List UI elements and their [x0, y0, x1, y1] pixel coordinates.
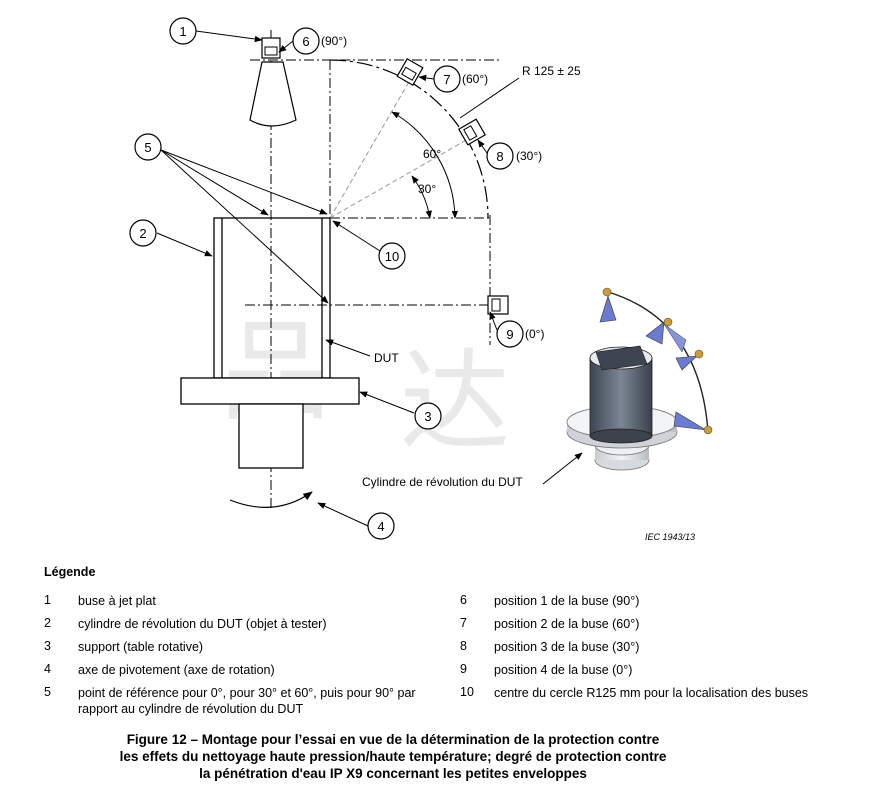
callout-5: 5 [144, 140, 151, 155]
angle-arc-30 [411, 175, 432, 219]
leader-3 [359, 391, 415, 414]
legend-item-number: 1 [44, 593, 51, 607]
angle-label-30: 30° [418, 182, 436, 196]
figure-caption: Figure 12 – Montage pour l’essai en vue … [40, 731, 746, 782]
callout-circle [367, 512, 395, 540]
leader-1 [195, 30, 263, 43]
ray-60 [329, 79, 411, 219]
radius-arc [329, 59, 489, 219]
caption-line: les effets du nettoyage haute pression/h… [119, 749, 667, 764]
rotating-table [180, 377, 360, 469]
leader-5c [160, 149, 329, 304]
leader-radius [459, 77, 520, 119]
callout-9: 9 [506, 327, 513, 342]
legend-item-number: 4 [44, 662, 51, 676]
watermark-char: 达 [400, 338, 510, 466]
legend-item-text: position 3 de la buse (30°) [494, 640, 640, 654]
callout-3: 3 [424, 409, 431, 424]
callout-2: 2 [139, 226, 146, 241]
legend-item-number: 5 [44, 685, 51, 699]
nozzle-60-icon [396, 58, 424, 86]
nozzle-0-icon [487, 295, 509, 315]
callout-8: 8 [496, 149, 503, 164]
legend: Légende 1 buse à jet plat 2 cylindre de rév… [44, 565, 808, 716]
callout-circle [496, 320, 524, 348]
leader-4 [317, 502, 369, 527]
nozzle-90-icon [249, 37, 297, 127]
callout-circle [292, 27, 320, 55]
legend-item-text: axe de pivotement (axe de rotation) [78, 663, 275, 677]
callout-circle [129, 219, 157, 247]
legend-item-number: 2 [44, 616, 51, 630]
legend-title: Légende [44, 565, 96, 579]
legend-item-text: buse à jet plat [78, 594, 156, 608]
legend-item-number: 7 [460, 616, 467, 630]
legend-item-number: 3 [44, 639, 51, 653]
test-setup-diagram: 品 达 60° 30° [129, 17, 713, 542]
rotation-arrow [229, 491, 313, 508]
iec-reference: IEC 1943/13 [645, 532, 695, 542]
callout-4: 4 [377, 519, 384, 534]
legend-item-text: cylindre de révolution du DUT (objet à t… [78, 617, 327, 631]
caption-line: la pénétration d'eau IP X9 concernant le… [199, 766, 587, 781]
callout-1: 1 [179, 24, 186, 39]
cylinder-label: Cylindre de révolution du DUT [362, 475, 523, 489]
leader-dut [325, 339, 371, 357]
leader-9 [489, 311, 498, 331]
angle-label-60: 60° [423, 147, 441, 161]
leader-7 [418, 74, 435, 82]
callout-circle [134, 133, 162, 161]
callout-10: 10 [385, 249, 399, 264]
legend-item-text: position 4 de la buse (0°) [494, 663, 633, 677]
legend-item-number: 8 [460, 639, 467, 653]
angle-arc-60 [391, 111, 459, 219]
legend-item-number: 10 [460, 685, 474, 699]
leader-5b [160, 149, 328, 215]
callout-circle [486, 142, 514, 170]
callout-7: 7 [443, 72, 450, 87]
dut-label: DUT [374, 351, 399, 365]
position-label-0: (0°) [525, 327, 544, 341]
leader-10 [332, 220, 381, 252]
caption-line: Figure 12 – Montage pour l’essai en vue … [126, 732, 660, 747]
position-label-30: (30°) [516, 149, 542, 163]
legend-item-text: position 1 de la buse (90°) [494, 594, 640, 608]
legend-item-text: position 2 de la buse (60°) [494, 617, 640, 631]
legend-item-text: centre du cercle R125 mm pour la localis… [494, 686, 809, 700]
legend-item-number: 6 [460, 593, 467, 607]
position-label-60: (60°) [462, 72, 488, 86]
legend-item-text: support (table rotative) [78, 640, 204, 654]
callout-circle [414, 402, 442, 430]
legend-item-number: 9 [460, 662, 467, 676]
callout-6: 6 [302, 34, 309, 49]
leader-6 [278, 40, 294, 53]
nozzle-30-icon [458, 118, 486, 146]
callout-circle [378, 242, 406, 270]
radius-label: R 125 ± 25 [522, 64, 581, 78]
leader-cylinder [542, 452, 583, 485]
callout-circle [169, 17, 197, 45]
position-label-90: (90°) [321, 34, 347, 48]
3d-setup-illustration [566, 287, 713, 471]
leader-2 [156, 232, 213, 257]
leader-5a [160, 149, 269, 216]
callout-circle [433, 65, 461, 93]
legend-item-text: point de référence pour 0°, pour 30° et … [78, 686, 416, 716]
leader-8 [477, 139, 488, 154]
